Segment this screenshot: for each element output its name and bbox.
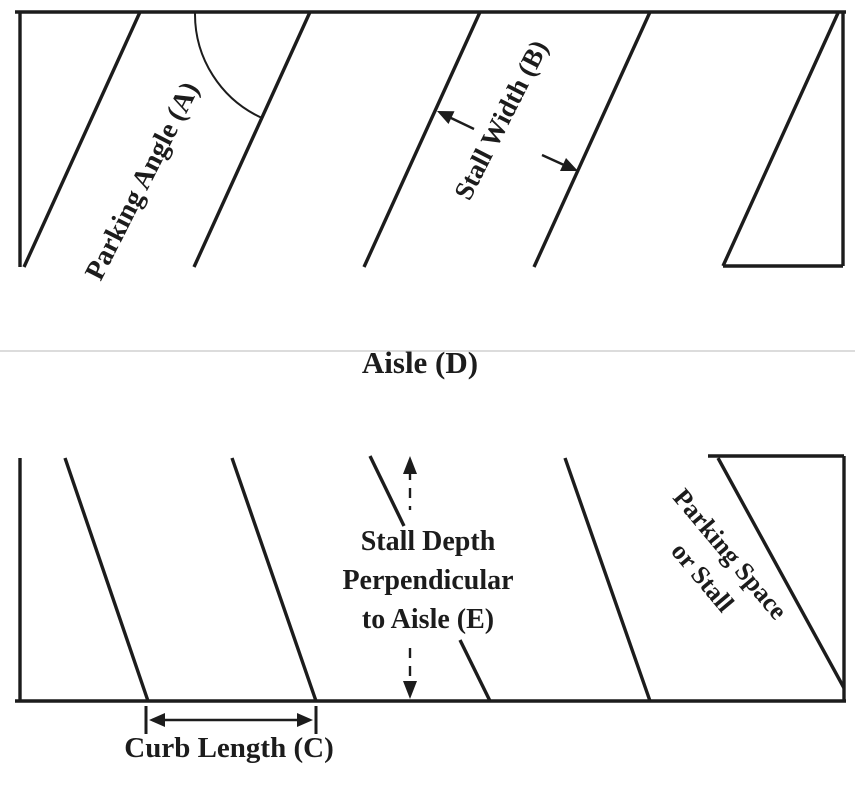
diagram-lines xyxy=(15,10,846,703)
top-row-stall-line-4 xyxy=(532,11,652,268)
stall-width-arrow-left-shaft xyxy=(450,116,475,131)
curb-length-arrow-left-head xyxy=(149,713,165,727)
curb-length-label: Curb Length (C) xyxy=(124,732,333,764)
labels: Parking Angle (A) Stall Width (B) Aisle … xyxy=(79,35,793,764)
parking-angle-label: Parking Angle (A) xyxy=(79,77,205,285)
bottom-row-stall-line-3-upper-segment xyxy=(368,455,406,527)
bottom-row-end-stall-line xyxy=(716,457,846,689)
stall-depth-arrow-up-head xyxy=(403,456,417,474)
aisle-label: Aisle (D) xyxy=(362,345,478,380)
bottom-row-stall-line-2 xyxy=(230,457,318,702)
stall-depth-label-line-3: to Aisle (E) xyxy=(362,604,494,635)
arrowheads xyxy=(149,111,578,727)
stall-depth-label-line-1: Stall Depth xyxy=(361,526,496,557)
bottom-row-stall-line-1 xyxy=(63,457,150,702)
stall-depth-arrow-down-head xyxy=(403,681,417,699)
curb-length-arrow-right-head xyxy=(297,713,313,727)
stall-width-arrow-left-head xyxy=(437,111,455,124)
parking-space-label: Parking Space or Stall xyxy=(665,483,793,625)
top-row-stall-line-3 xyxy=(362,11,482,268)
bottom-row-stall-line-4 xyxy=(563,457,652,702)
dimension-lines xyxy=(144,116,565,734)
top-row-stall-line-1 xyxy=(22,11,142,268)
stall-width-label: Stall Width (B) xyxy=(448,35,554,204)
stall-width-arrow-right-shaft xyxy=(541,153,565,167)
parking-angle-arc xyxy=(193,12,263,119)
bottom-row-stall-line-3-lower-segment xyxy=(458,639,492,702)
top-row-stall-line-2 xyxy=(192,11,312,268)
stall-width-arrow-right-head xyxy=(560,158,578,171)
top-row-end-stall-line xyxy=(721,12,840,267)
stall-depth-label-line-2: Perpendicular xyxy=(342,565,513,596)
